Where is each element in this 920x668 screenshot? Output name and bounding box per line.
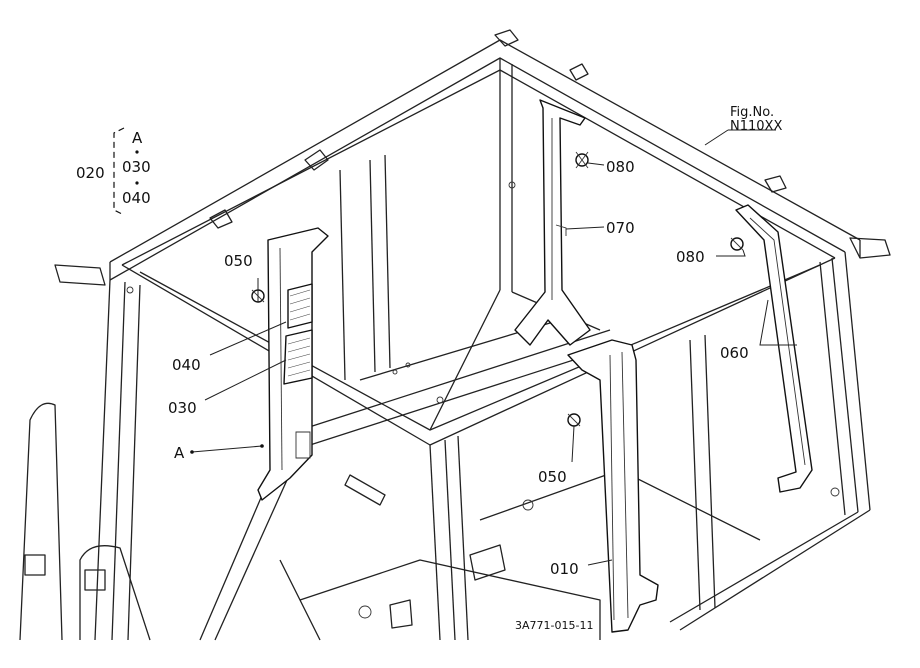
fastener-050-mid (567, 413, 581, 427)
callout-080-right: 080 (676, 248, 705, 266)
group-item-040: 040 (122, 189, 151, 207)
callout-labels: 080 070 080 050 040 030 060 A 050 010 (168, 158, 749, 578)
callout-060: 060 (720, 344, 749, 362)
leader-lines (190, 129, 797, 566)
callout-050-mid: 050 (538, 468, 567, 486)
part-070-rear-trim (514, 99, 591, 346)
callout-030: 030 (168, 399, 197, 417)
callout-050-left: 050 (224, 252, 253, 270)
part-030-mat-panels (283, 283, 313, 385)
callout-a: A (174, 444, 185, 462)
callout-070: 070 (606, 219, 635, 237)
callout-010: 010 (550, 560, 579, 578)
fig-no-label: Fig.No. (730, 105, 774, 120)
figure-reference: Fig.No. N110XX 3A771-015-11 (515, 105, 782, 632)
assembly-group-020: 020 A 030 040 (76, 127, 151, 216)
callout-040: 040 (172, 356, 201, 374)
group-number-label: 020 (76, 164, 105, 182)
part-010-front-trim (567, 339, 659, 633)
fastener-080-top (575, 151, 589, 169)
cab-lower-frame (19, 154, 871, 641)
drawing-code: 3A771-015-11 (515, 619, 593, 632)
fastener-080-right (730, 237, 744, 251)
fig-no-value: N110XX (730, 119, 782, 134)
group-item-030: 030 (122, 158, 151, 176)
group-item-a: A (132, 129, 143, 147)
callout-080-top: 080 (606, 158, 635, 176)
part-060-right-trim (735, 204, 813, 493)
